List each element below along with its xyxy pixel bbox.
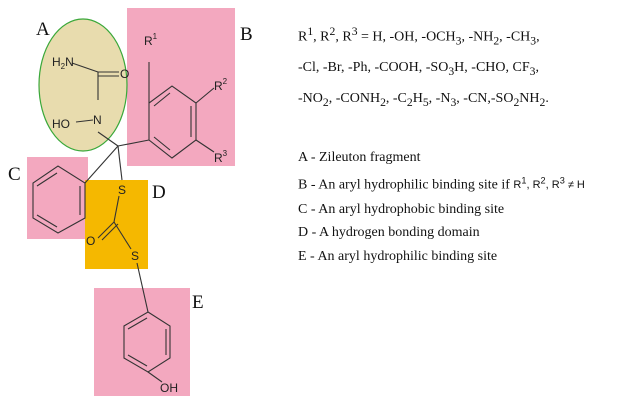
region-e-letter: E <box>192 292 204 313</box>
substituent-line-3: -NO2, -CONH2, -C2H5, -N3, -CN,-SO2NH2. <box>298 91 549 110</box>
substituent-list: R1, R2, R3 = H, -OH, -OCH3, -NH2, -CH3, … <box>298 18 638 116</box>
legend-item-b: B - An aryl hydrophilic binding site if … <box>298 175 585 193</box>
atom-o-carbonyl: O <box>120 67 129 81</box>
legend-item-d: D - A hydrogen bonding domain <box>298 225 480 241</box>
region-d-letter: D <box>152 182 166 203</box>
region-a-letter: A <box>36 19 50 40</box>
region-d-box <box>85 180 148 269</box>
bond-lines <box>32 62 215 383</box>
substituent-line-2: -Cl, -Br, -Ph, -COOH, -SO3H, -CHO, CF3, <box>298 60 539 79</box>
region-a-ellipse <box>38 18 128 152</box>
atom-ho: HO <box>52 117 70 131</box>
substituent-line-1: R1, R2, R3 = H, -OH, -OCH3, -NH2, -CH3, <box>298 25 540 48</box>
region-e-box <box>94 288 190 396</box>
region-c-letter: C <box>8 164 21 185</box>
atom-n: N <box>93 113 102 127</box>
region-b-box <box>127 8 235 166</box>
atom-o-thio: O <box>86 234 95 248</box>
atom-h2n: H2N <box>52 55 74 71</box>
molecule-diagram: A B C D E <box>8 8 253 396</box>
legend-item-c: C - An aryl hydrophobic binding site <box>298 201 505 217</box>
region-b-letter: B <box>240 24 253 45</box>
atom-oh: OH <box>160 381 178 395</box>
legend: A - Zileuton fragment B - An aryl hydrop… <box>298 146 638 268</box>
region-c-box <box>27 157 88 239</box>
atom-s-upper: S <box>118 183 126 197</box>
atom-s-lower: S <box>131 249 139 263</box>
legend-item-e: E - An aryl hydrophilic binding site <box>298 248 498 264</box>
text-panel: R1, R2, R3 = H, -OH, -OCH3, -NH2, -CH3, … <box>298 18 638 268</box>
legend-item-a: A - Zileuton fragment <box>298 150 421 166</box>
